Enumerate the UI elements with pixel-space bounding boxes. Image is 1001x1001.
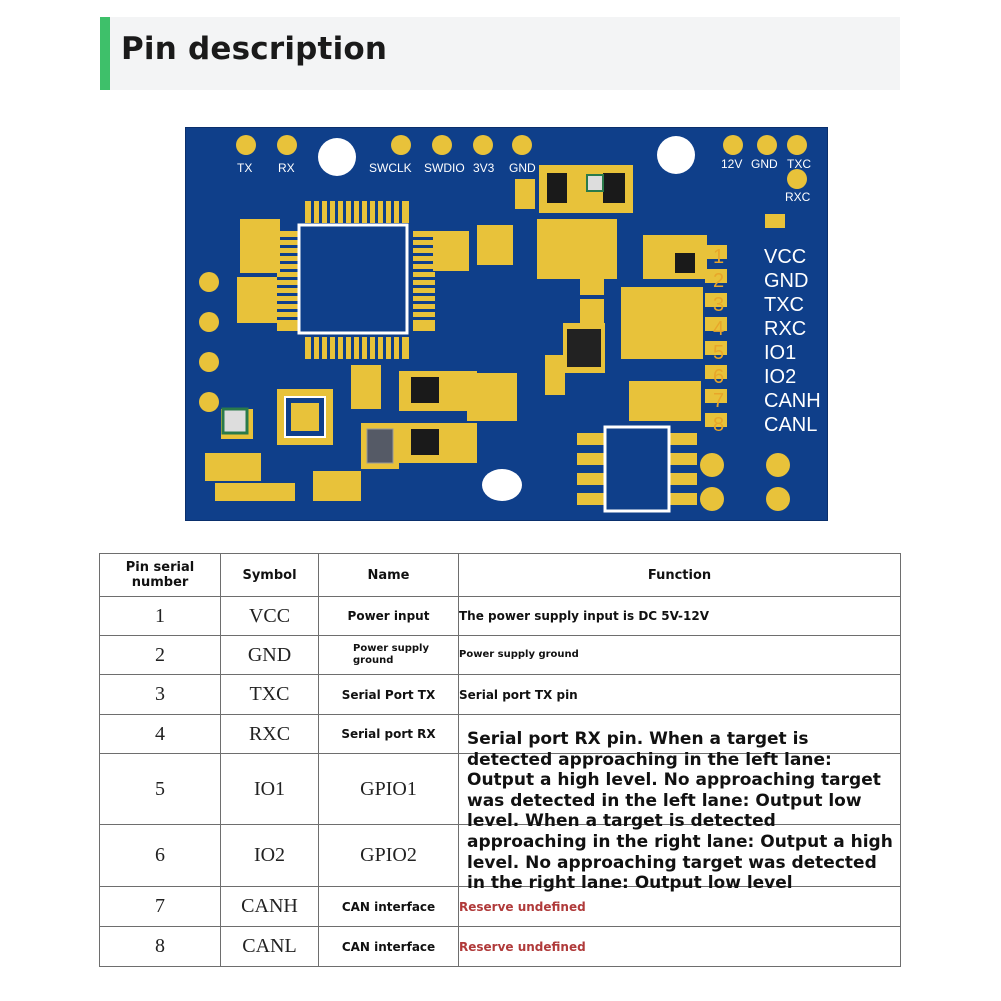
header-name: Name [318, 553, 459, 597]
pin-name-gnd: GND [764, 270, 808, 292]
pin-name-rxc: RXC [764, 318, 806, 340]
pin-symbol: GND [220, 635, 319, 675]
pin-function: Reserve undefined [458, 926, 901, 967]
crystal [366, 428, 394, 464]
label-3v3: 3V3 [473, 161, 495, 175]
pin-num-8: 8 [713, 414, 724, 436]
pin-num-5: 5 [713, 342, 724, 364]
pin-function [458, 714, 901, 754]
pin-number: 4 [99, 714, 221, 754]
pin-symbol: RXC [220, 714, 319, 754]
pin-name: Power input [318, 596, 459, 636]
header-accent-bar [100, 17, 110, 90]
pin-name: GPIO1 [318, 753, 459, 825]
pin-num-7: 7 [713, 390, 724, 412]
page-title: Pin description [121, 31, 388, 67]
can-transceiver [577, 425, 697, 513]
pad-swdio [432, 135, 452, 155]
pin-description-table: Pin serial number Symbol Name Function 1… [99, 553, 901, 967]
label-rxc: RXC [785, 190, 811, 204]
header-serial: Pin serial number [99, 553, 221, 597]
inductor [567, 329, 601, 367]
pad-12v [723, 135, 743, 155]
capacitor-small [586, 174, 604, 192]
pin-function: The power supply input is DC 5V-12V [458, 596, 901, 636]
label-rx: RX [278, 161, 295, 175]
pad-swclk [391, 135, 411, 155]
pin-name: CAN interface [318, 926, 459, 967]
pad-rxc [787, 169, 807, 189]
table-row: 7 CANH CAN interface Reserve undefined [99, 886, 901, 927]
pin-num-3: 3 [713, 294, 724, 316]
pin-name-canl: CANL [764, 414, 817, 436]
pcb-board-image: TX RX SWCLK SWDIO 3V3 GND 12V GND TXC RX… [185, 127, 828, 521]
pin-name-io1: IO1 [764, 342, 796, 364]
pin-symbol: TXC [220, 674, 319, 715]
table-row: 3 TXC Serial Port TX Serial port TX pin [99, 674, 901, 715]
function-description-text: Serial port RX pin. When a target is det… [467, 729, 893, 894]
label-gnd-right: GND [751, 157, 778, 171]
pin-name: GPIO2 [318, 824, 459, 887]
pin-symbol: IO2 [220, 824, 319, 887]
pin-function: Power supply ground [458, 635, 901, 675]
pin-number: 2 [99, 635, 221, 675]
pin-function: Reserve undefined [458, 886, 901, 927]
pin-name-io2: IO2 [764, 366, 796, 388]
pin-number: 3 [99, 674, 221, 715]
mcu-chip [277, 201, 435, 359]
mounting-hole [482, 469, 522, 501]
capacitor [221, 407, 249, 435]
pad-rx [277, 135, 297, 155]
pin-num-1: 1 [713, 246, 724, 268]
table-row: 6 IO2 GPIO2 [99, 824, 901, 887]
pin-function: Serial port TX pin [458, 674, 901, 715]
pad-txc [787, 135, 807, 155]
pad-gnd [512, 135, 532, 155]
table-row: 4 RXC Serial port RX [99, 714, 901, 754]
label-gnd: GND [509, 161, 536, 175]
header-symbol: Symbol [220, 553, 319, 597]
label-swclk: SWCLK [369, 161, 412, 175]
pin-number: 6 [99, 824, 221, 887]
pin-name: Serial port RX [318, 714, 459, 754]
pin-name: Power supply ground [318, 635, 459, 675]
pad-gnd-r [757, 135, 777, 155]
header-function: Function [458, 553, 901, 597]
mounting-hole [318, 138, 356, 176]
pin-name-vcc: VCC [764, 246, 806, 268]
pin-name: Serial Port TX [318, 674, 459, 715]
label-tx: TX [237, 161, 252, 175]
table-header-row: Pin serial number Symbol Name Function [99, 553, 901, 597]
pin-function [458, 824, 901, 887]
table-row: 1 VCC Power input The power supply input… [99, 596, 901, 636]
label-12v: 12V [721, 157, 742, 171]
pin-num-2: 2 [713, 270, 724, 292]
pin-name-txc: TXC [764, 294, 804, 316]
pin-number: 8 [99, 926, 221, 967]
pin-number: 1 [99, 596, 221, 636]
section-header: Pin description [100, 17, 900, 90]
pin-name-canh: CANH [764, 390, 821, 412]
pin-symbol: VCC [220, 596, 319, 636]
pin-number: 5 [99, 753, 221, 825]
pin-name: CAN interface [318, 886, 459, 927]
pin-number: 7 [99, 886, 221, 927]
label-txc: TXC [787, 157, 811, 171]
pin-symbol: CANH [220, 886, 319, 927]
qfn-chip [277, 389, 333, 445]
label-swdio: SWDIO [424, 161, 465, 175]
pin-num-4: 4 [713, 318, 724, 340]
mounting-hole [657, 136, 695, 174]
pad-tx [236, 135, 256, 155]
pin-num-6: 6 [713, 366, 724, 388]
pad-3v3 [473, 135, 493, 155]
pin-symbol: CANL [220, 926, 319, 967]
pin-symbol: IO1 [220, 753, 319, 825]
table-row: 2 GND Power supply ground Power supply g… [99, 635, 901, 675]
table-row: 8 CANL CAN interface Reserve undefined [99, 926, 901, 967]
